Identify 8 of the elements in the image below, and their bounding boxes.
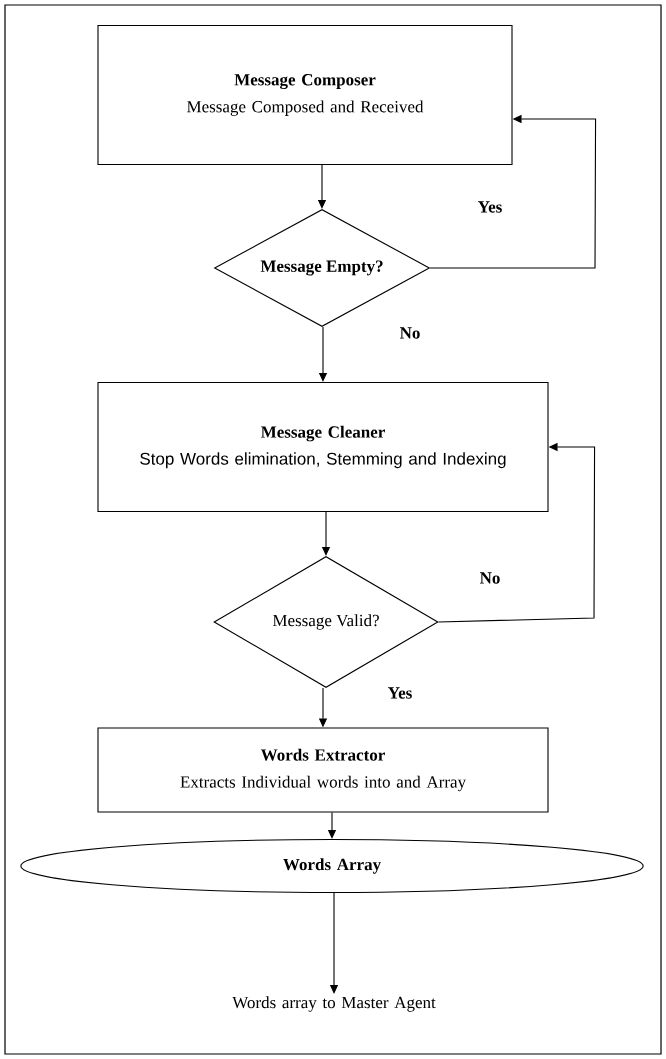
output-text: Words array to Master Agent (232, 996, 436, 1012)
process-box: Message Cleaner Stop Words elimination, Stemming and Indexing (97, 381, 549, 513)
process-box: Words Extractor Extracts Individual words into and Array (97, 727, 549, 813)
edge-label: No (478, 571, 502, 585)
edge-label: Yes (386, 686, 414, 700)
edge-label: Yes (476, 200, 504, 214)
process-box: Message Composer Message Composed and Received (97, 24, 513, 166)
edge-label: No (398, 326, 422, 340)
